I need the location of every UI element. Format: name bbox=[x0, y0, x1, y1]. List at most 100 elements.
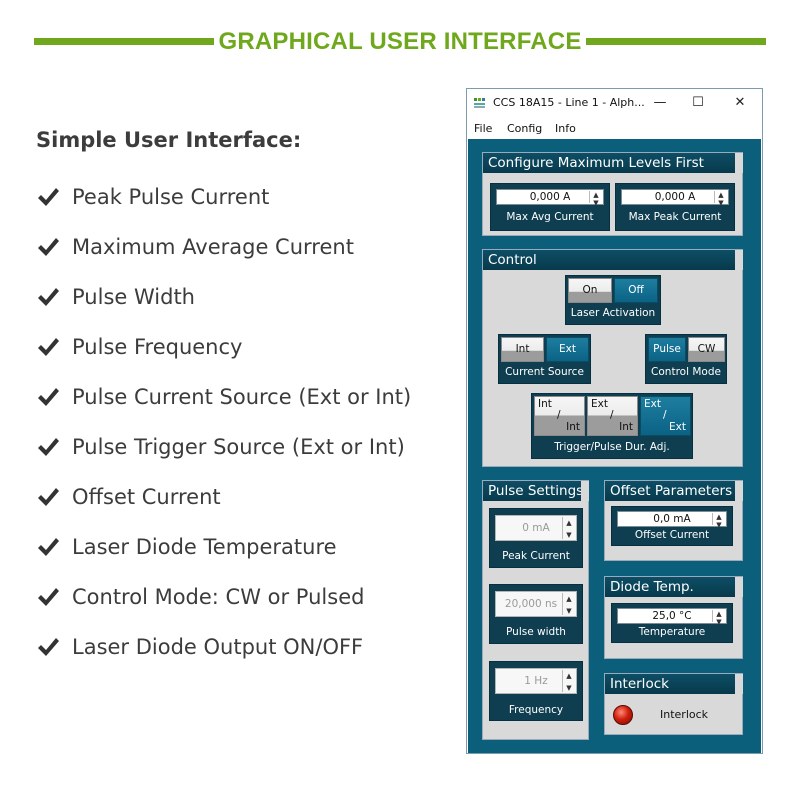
interlock-panel: Interlock Interlock bbox=[604, 673, 743, 735]
max-peak-current-input[interactable]: 0,000 A ▲▼ bbox=[621, 189, 729, 207]
trigger-slash: / bbox=[663, 409, 667, 421]
feature-label: Peak Pulse Current bbox=[72, 185, 270, 209]
pulse-width-label: Pulse width bbox=[506, 626, 566, 638]
feature-item: Pulse Frequency bbox=[36, 332, 242, 362]
control-mode-label: Control Mode bbox=[651, 366, 721, 378]
title-bar[interactable]: CCS 18A15 - Line 1 - Alph... — ☐ ✕ bbox=[467, 89, 762, 117]
spinner-arrows-icon[interactable]: ▲▼ bbox=[712, 610, 725, 626]
trigger-slash: / bbox=[610, 409, 614, 421]
interlock-label: Interlock bbox=[660, 708, 709, 721]
feature-label: Offset Current bbox=[72, 485, 221, 509]
trigger-option-button[interactable]: Ext/ Int bbox=[587, 396, 638, 436]
feature-item: Pulse Width bbox=[36, 282, 195, 312]
offset-panel: Offset Parameters 0,0 mA ▲▼ Offset Curre… bbox=[604, 480, 743, 561]
header-line-right bbox=[586, 38, 766, 45]
trigger-option-button[interactable]: Int/Int bbox=[534, 396, 585, 436]
temperature-input[interactable]: 25,0 °C ▲▼ bbox=[617, 608, 727, 626]
app-body: Configure Maximum Levels First 0,000 A ▲… bbox=[468, 139, 761, 753]
pulse-width-value: 20,000 ns bbox=[504, 598, 558, 610]
menu-config[interactable]: Config bbox=[507, 122, 543, 135]
interlock-led-icon bbox=[613, 705, 633, 725]
feature-label: Pulse Current Source (Ext or Int) bbox=[72, 385, 412, 409]
laser-on-button[interactable]: On bbox=[568, 278, 612, 303]
current-source-label: Current Source bbox=[505, 366, 584, 378]
feature-item: Pulse Current Source (Ext or Int) bbox=[36, 382, 411, 412]
max-levels-panel: Configure Maximum Levels First 0,000 A ▲… bbox=[482, 152, 743, 236]
features-title: Simple User Interface: bbox=[36, 128, 302, 152]
checkmark-icon bbox=[38, 188, 59, 206]
feature-label: Pulse Width bbox=[72, 285, 195, 309]
spinner-arrows-icon[interactable]: ▲▼ bbox=[562, 517, 575, 539]
control-mode-group: Pulse CW Control Mode bbox=[645, 334, 727, 384]
menu-file[interactable]: File bbox=[474, 122, 493, 135]
checkmark-icon bbox=[38, 388, 59, 406]
feature-item: Control Mode: CW or Pulsed bbox=[36, 582, 364, 612]
max-avg-current-field: 0,000 A ▲▼ Max Avg Current bbox=[490, 183, 610, 231]
control-title: Control bbox=[483, 250, 743, 270]
diode-temp-panel: Diode Temp. 25,0 °C ▲▼ Temperature bbox=[604, 576, 743, 659]
temperature-value: 25,0 °C bbox=[652, 610, 692, 622]
feature-item: Pulse Trigger Source (Ext or Int) bbox=[36, 432, 405, 462]
feature-item: Laser Diode Temperature bbox=[36, 532, 337, 562]
menu-info[interactable]: Info bbox=[555, 122, 576, 135]
feature-item: Maximum Average Current bbox=[36, 232, 354, 262]
trigger-bottom-label: Ext bbox=[669, 421, 686, 433]
diode-temp-title: Diode Temp. bbox=[605, 577, 743, 597]
peak-current-field: 0 mA ▲▼ Peak Current bbox=[489, 508, 583, 568]
laser-off-button[interactable]: Off bbox=[614, 278, 658, 303]
spinner-arrows-icon[interactable]: ▲▼ bbox=[589, 191, 602, 207]
peak-current-input[interactable]: 0 mA ▲▼ bbox=[495, 515, 577, 541]
laser-activation-group: On Off Laser Activation bbox=[565, 275, 661, 325]
source-int-button[interactable]: Int bbox=[501, 337, 544, 362]
checkmark-icon bbox=[38, 638, 59, 656]
frequency-field: 1 Hz ▲▼ Frequency bbox=[489, 661, 583, 721]
checkmark-icon bbox=[38, 588, 59, 606]
offset-current-value: 0,0 mA bbox=[653, 513, 691, 525]
close-icon[interactable]: ✕ bbox=[734, 95, 746, 110]
max-avg-current-input[interactable]: 0,000 A ▲▼ bbox=[496, 189, 604, 207]
frequency-input[interactable]: 1 Hz ▲▼ bbox=[495, 668, 577, 694]
peak-current-label: Peak Current bbox=[502, 550, 570, 562]
pulse-settings-title: Pulse Settings bbox=[483, 481, 589, 501]
trigger-bottom-label: Int bbox=[619, 421, 633, 433]
offset-current-field: 0,0 mA ▲▼ Offset Current bbox=[611, 506, 733, 546]
pulse-width-input[interactable]: 20,000 ns ▲▼ bbox=[495, 591, 577, 617]
spinner-arrows-icon[interactable]: ▲▼ bbox=[562, 593, 575, 615]
app-window: CCS 18A15 - Line 1 - Alph... — ☐ ✕ File … bbox=[466, 88, 763, 754]
feature-label: Pulse Frequency bbox=[72, 335, 243, 359]
trigger-top-label: Ext bbox=[591, 398, 608, 410]
peak-current-value: 0 mA bbox=[522, 522, 550, 534]
feature-label: Laser Diode Temperature bbox=[72, 535, 337, 559]
header-line-left bbox=[34, 38, 214, 45]
trigger-option-button[interactable]: Ext/Ext bbox=[640, 396, 691, 436]
max-avg-current-value: 0,000 A bbox=[529, 191, 571, 203]
pulse-width-field: 20,000 ns ▲▼ Pulse width bbox=[489, 584, 583, 644]
max-levels-title: Configure Maximum Levels First bbox=[483, 153, 743, 173]
spinner-arrows-icon[interactable]: ▲▼ bbox=[712, 513, 725, 529]
feature-item: Peak Pulse Current bbox=[36, 182, 269, 212]
max-peak-current-field: 0,000 A ▲▼ Max Peak Current bbox=[615, 183, 735, 231]
temperature-field: 25,0 °C ▲▼ Temperature bbox=[611, 603, 733, 643]
mode-pulse-button[interactable]: Pulse bbox=[648, 337, 686, 362]
app-icon bbox=[474, 98, 485, 108]
max-peak-current-value: 0,000 A bbox=[654, 191, 696, 203]
menu-bar: File Config Info bbox=[467, 118, 762, 138]
offset-current-input[interactable]: 0,0 mA ▲▼ bbox=[617, 511, 727, 529]
feature-label: Maximum Average Current bbox=[72, 235, 354, 259]
mode-cw-button[interactable]: CW bbox=[688, 337, 725, 362]
page-title: GRAPHICAL USER INTERFACE bbox=[218, 28, 582, 55]
minimize-icon[interactable]: — bbox=[653, 95, 667, 110]
offset-current-label: Offset Current bbox=[634, 529, 710, 541]
spinner-arrows-icon[interactable]: ▲▼ bbox=[714, 191, 727, 207]
trigger-bottom-label: Int bbox=[566, 421, 580, 433]
maximize-icon[interactable]: ☐ bbox=[692, 95, 704, 110]
spinner-arrows-icon[interactable]: ▲▼ bbox=[562, 670, 575, 692]
interlock-title: Interlock bbox=[605, 674, 743, 694]
feature-label: Pulse Trigger Source (Ext or Int) bbox=[72, 435, 405, 459]
offset-title: Offset Parameters bbox=[605, 481, 743, 501]
feature-label: Laser Diode Output ON/OFF bbox=[72, 635, 364, 659]
laser-activation-label: Laser Activation bbox=[570, 307, 656, 319]
source-ext-button[interactable]: Ext bbox=[546, 337, 589, 362]
pulse-settings-panel: Pulse Settings 0 mA ▲▼ Peak Current 20,0… bbox=[482, 480, 589, 740]
